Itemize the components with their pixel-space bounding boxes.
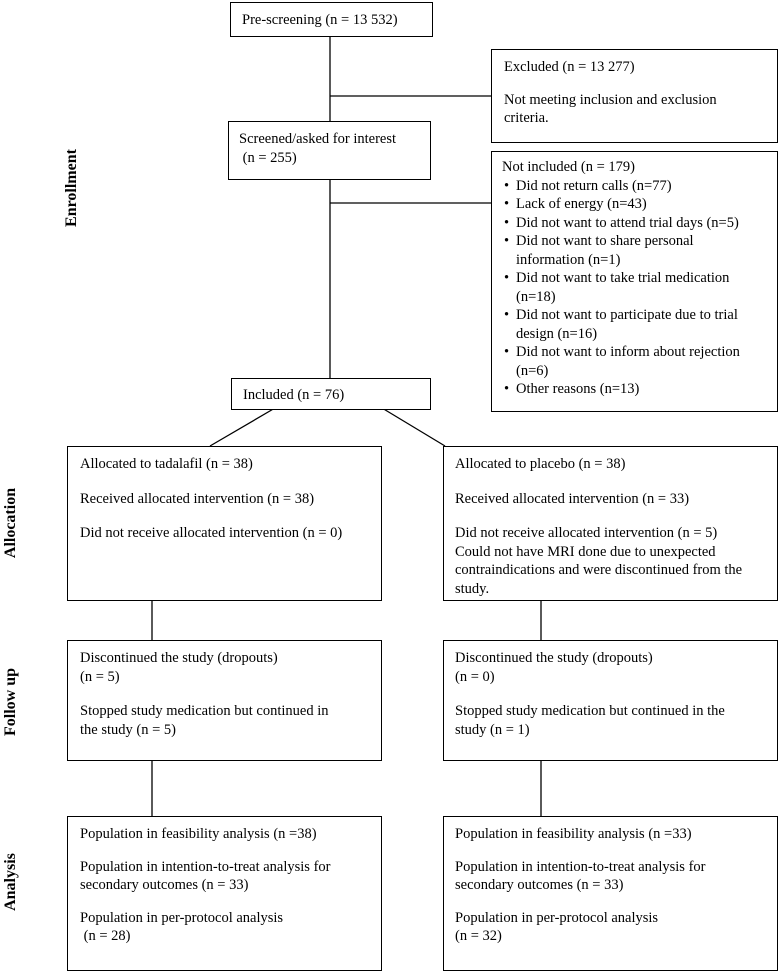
not-received-intervention: Did not receive allocated intervention (… (80, 525, 343, 541)
pp-population: (n = 32) (455, 928, 502, 944)
feasibility-population: Population in feasibility analysis (n =3… (80, 826, 317, 842)
itt-population: secondary outcomes (n = 33) (80, 877, 249, 893)
stage-label-followup: Follow up (2, 667, 19, 737)
discontinued-label: Discontinued the study (dropouts) (80, 650, 278, 666)
excluded-title: Excluded (n = 13 277) (504, 59, 635, 75)
stage-label-enrollment: Enrollment (63, 149, 80, 227)
not-received-reason: study. (455, 580, 490, 597)
reason-item: Did not want to inform about rejection(n… (502, 343, 767, 380)
discontinued-count: (n = 5) (80, 668, 120, 685)
analysis-tadalafil-box: Population in feasibility analysis (n =3… (67, 816, 382, 971)
reason-item: Did not return calls (n=77) (502, 177, 767, 196)
included-label: Included (n = 76) (243, 387, 345, 403)
stage-label-analysis: Analysis (2, 853, 19, 911)
followup-placebo-box: Discontinued the study (dropouts) (n = 0… (443, 640, 778, 761)
feasibility-population: Population in feasibility analysis (n =3… (455, 826, 692, 842)
not-included-box: Not included (n = 179) Did not return ca… (491, 151, 778, 412)
allocated-placebo: Allocated to placebo (n = 38) (455, 456, 626, 472)
reason-item: Lack of energy (n=43) (502, 195, 767, 214)
stopped-medication: study (n = 1) (455, 721, 530, 738)
itt-population: Population in intention-to-treat analysi… (455, 858, 706, 875)
itt-population: Population in intention-to-treat analysi… (80, 858, 331, 875)
allocation-placebo-box: Allocated to placebo (n = 38) Received a… (443, 446, 778, 601)
connector-included-placebo (381, 407, 446, 447)
allocated-tadalafil: Allocated to tadalafil (n = 38) (80, 456, 253, 472)
analysis-placebo-box: Population in feasibility analysis (n =3… (443, 816, 778, 971)
prescreening-label: Pre-screening (n = 13 532) (242, 12, 398, 28)
excluded-reason-line: Not meeting inclusion and exclusion (504, 91, 717, 108)
stopped-medication: Stopped study medication but continued i… (80, 703, 329, 719)
not-received-reason: Could not have MRI done due to unexpecte… (455, 543, 716, 560)
reason-item: Did not want to participate due to trial… (502, 306, 767, 343)
discontinued-label: Discontinued the study (dropouts) (455, 650, 653, 666)
not-received-reason: contraindications and were discontinued … (455, 562, 743, 578)
itt-population: secondary outcomes (n = 33) (455, 877, 624, 893)
stage-label-allocation: Allocation (2, 487, 19, 559)
allocation-tadalafil-box: Allocated to tadalafil (n = 38) Received… (67, 446, 382, 601)
followup-tadalafil-box: Discontinued the study (dropouts) (n = 5… (67, 640, 382, 761)
reason-item: Did not want to share personalinformatio… (502, 232, 767, 269)
pp-population: Population in per-protocol analysis (80, 909, 284, 926)
reason-item: Did not want to attend trial days (n=5) (502, 214, 767, 233)
screened-label: Screened/asked for interest (239, 131, 397, 147)
excluded-box: Excluded (n = 13 277) Not meeting inclus… (491, 49, 778, 143)
received-intervention: Received allocated intervention (n = 33) (455, 490, 690, 507)
stopped-medication: Stopped study medication but continued i… (455, 703, 725, 719)
reason-item: Did not want to take trial medication(n=… (502, 269, 767, 306)
stopped-medication: the study (n = 5) (80, 721, 176, 738)
reason-item: Other reasons (n=13) (502, 380, 767, 399)
screened-box: Screened/asked for interest (n = 255) (228, 121, 431, 180)
discontinued-count: (n = 0) (455, 668, 495, 685)
not-received-intervention: Did not receive allocated intervention (… (455, 525, 718, 541)
pp-population: (n = 28) (80, 928, 131, 944)
pp-population: Population in per-protocol analysis (455, 909, 659, 926)
received-intervention: Received allocated intervention (n = 38) (80, 490, 315, 507)
included-box: Included (n = 76) (231, 378, 431, 410)
screened-count: (n = 255) (239, 149, 297, 166)
not-included-reason-list: Did not return calls (n=77) Lack of ener… (502, 177, 767, 399)
excluded-reason-line: criteria. (504, 110, 549, 126)
connector-included-tadalafil (209, 407, 276, 447)
not-included-title: Not included (n = 179) (502, 159, 636, 175)
prescreening-box: Pre-screening (n = 13 532) (230, 2, 433, 37)
